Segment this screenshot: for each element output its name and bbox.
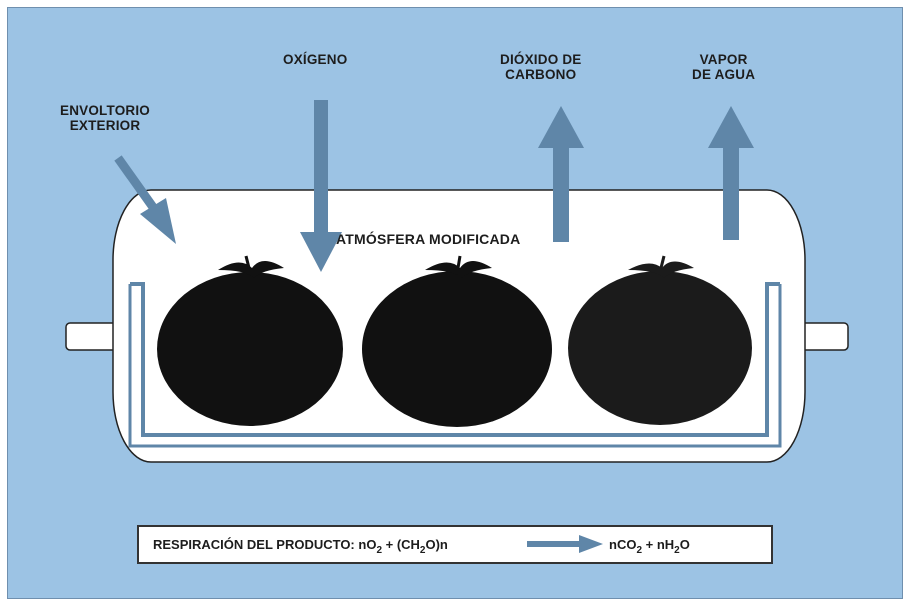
co2-arrow [538, 106, 584, 242]
oxygen-label: OXÍGENO [283, 52, 348, 67]
outer-wrap-label: ENVOLTORIO EXTERIOR [60, 103, 151, 133]
package-tray-outer [128, 284, 782, 448]
package-tray [130, 282, 780, 437]
equation-products: nCO2 + nH2O [609, 537, 690, 556]
reaction-arrow-icon [527, 535, 603, 553]
vapor-arrow [708, 106, 754, 240]
tomato-2 [362, 255, 552, 427]
tomato-3 [568, 255, 752, 425]
outer-wrap-arrow [114, 155, 176, 244]
modified-atmosphere-label: ATMÓSFERA MODIFICADA [336, 231, 521, 247]
equation-reactants: RESPIRACIÓN DEL PRODUCTO: nO2 + (CH2O)n [153, 537, 448, 556]
tomato-1 [157, 255, 343, 426]
oxygen-arrow [300, 100, 342, 272]
vapor-label: VAPOR DE AGUA [692, 52, 756, 82]
co2-label: DIÓXIDO DE CARBONO [500, 52, 582, 82]
respiration-equation-box: RESPIRACIÓN DEL PRODUCTO: nO2 + (CH2O)n … [137, 525, 773, 564]
